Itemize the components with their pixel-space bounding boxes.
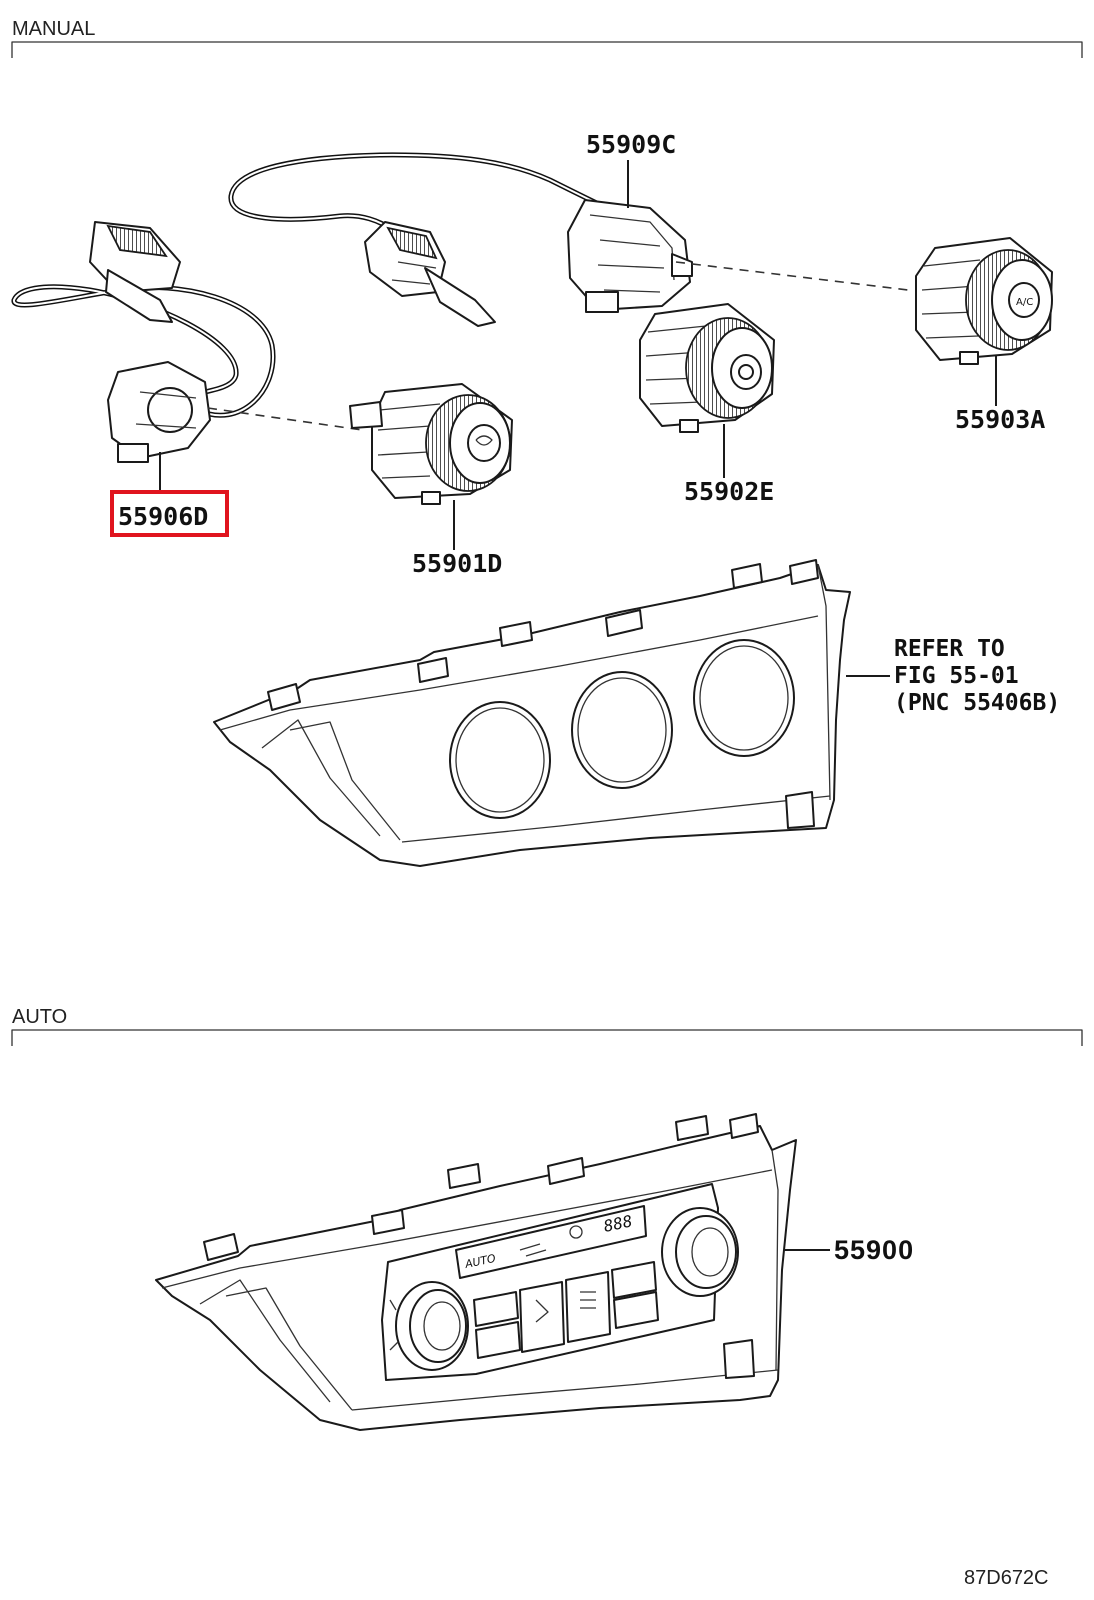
- label-55902e: 55902E: [684, 477, 774, 506]
- cable-assembly-55909c: [228, 152, 693, 327]
- auto-section-title: AUTO: [12, 1006, 67, 1028]
- auto-section-bracket: [11, 1029, 1083, 1046]
- button-right-upper: [611, 1261, 657, 1299]
- label-55906d-group: 55906D: [110, 452, 229, 537]
- drawing-code: 87D672C: [964, 1567, 1049, 1589]
- cable-end-clip: [364, 221, 496, 327]
- button-cluster: [473, 1261, 659, 1359]
- knob-55902e: [639, 303, 775, 433]
- highlight-box: [110, 490, 229, 537]
- auto-section-header: AUTO: [11, 1006, 1083, 1046]
- label-55909c: 55909C: [586, 130, 676, 159]
- label-55901d-group: 55901D: [412, 500, 502, 578]
- alignment-line-55906d: [207, 407, 363, 431]
- reference-note-line1: REFER TO: [894, 636, 1005, 662]
- label-55909c-group: 55909C: [586, 130, 676, 208]
- ac-icon: A/C: [1016, 297, 1033, 308]
- cable-assembly-55906d: [11, 221, 276, 463]
- cable-upper-clip: [89, 221, 181, 323]
- button-defrost: [565, 1271, 611, 1343]
- cable-lower-connector: [107, 361, 211, 463]
- label-55900: 55900: [834, 1235, 914, 1265]
- label-55906d: 55906D: [118, 502, 208, 531]
- control-assembly-55900: AUTO 888: [155, 1113, 797, 1431]
- knob-55903a: A/C: [915, 237, 1053, 365]
- label-55903a-group: 55903A: [955, 356, 1045, 434]
- button-right-lower: [613, 1291, 659, 1329]
- label-55902e-group: 55902E: [684, 424, 774, 506]
- manual-section-header: MANUAL: [11, 18, 1083, 58]
- label-55900-group: 55900: [784, 1235, 914, 1265]
- manual-section-bracket: [11, 41, 1083, 58]
- alignment-line-55909c: [675, 261, 909, 291]
- reference-note-line2: FIG 55-01: [894, 663, 1019, 689]
- cable-end-connector: [567, 199, 693, 313]
- temperature-knob-left: [389, 1281, 469, 1371]
- reference-note-line3: (PNC 55406B): [894, 690, 1060, 716]
- temperature-knob-right: [661, 1207, 739, 1297]
- reference-note: REFER TO FIG 55-01 (PNC 55406B): [846, 636, 1060, 716]
- button-left-lower: [475, 1321, 521, 1359]
- knob-55901d: [349, 383, 513, 505]
- label-55901d: 55901D: [412, 549, 502, 578]
- display-airflow-icon: [519, 1243, 547, 1257]
- label-55903a: 55903A: [955, 405, 1045, 434]
- display-fan-icon: [569, 1225, 583, 1239]
- button-left-upper: [473, 1291, 519, 1327]
- control-panel-bezel: [213, 559, 851, 867]
- manual-section-title: MANUAL: [12, 18, 95, 40]
